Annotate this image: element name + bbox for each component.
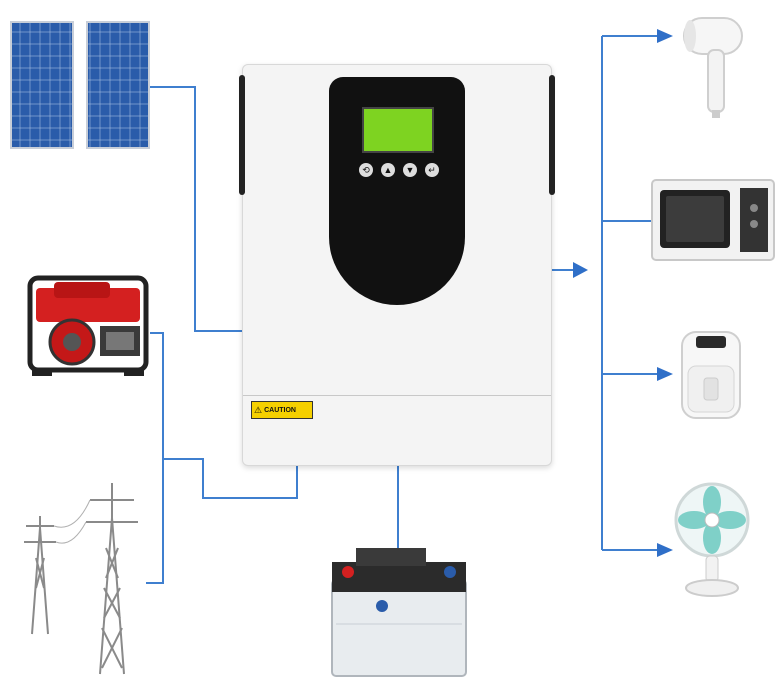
arrow-hair-dryer <box>657 29 673 43</box>
inverter-divider <box>243 395 551 396</box>
air-fryer-icon <box>681 331 741 419</box>
grid-connector <box>163 458 298 499</box>
inverter-face: ⟲ ▲ ▼ ↵ <box>329 77 465 305</box>
generator-icon <box>27 275 149 376</box>
lcd-screen <box>362 107 434 153</box>
solar-panels-icon <box>10 21 150 149</box>
caution-text: CAUTION <box>264 406 296 414</box>
button-1[interactable]: ⟲ <box>359 163 373 177</box>
button-down[interactable]: ▼ <box>403 163 417 177</box>
desk-fan-icon <box>674 482 750 597</box>
inverter-side-right <box>549 75 555 195</box>
microwave-icon <box>651 179 775 261</box>
inverter-side-left <box>239 75 245 195</box>
solar-connector <box>150 86 246 332</box>
arrow-fan <box>657 543 673 557</box>
button-up[interactable]: ▲ <box>381 163 395 177</box>
warning-icon: ⚠ <box>254 404 263 415</box>
hair-dryer-icon <box>683 17 743 118</box>
output-arrow <box>573 262 588 278</box>
power-grid-icon <box>24 483 138 675</box>
inverter: ⟲ ▲ ▼ ↵ ⚠ CAUTION <box>239 64 555 466</box>
arrow-air-fryer <box>657 367 673 381</box>
control-buttons: ⟲ ▲ ▼ ↵ <box>359 163 439 179</box>
battery-icon <box>331 548 467 677</box>
caution-label: ⚠ CAUTION <box>251 401 313 419</box>
button-enter[interactable]: ↵ <box>425 163 439 177</box>
